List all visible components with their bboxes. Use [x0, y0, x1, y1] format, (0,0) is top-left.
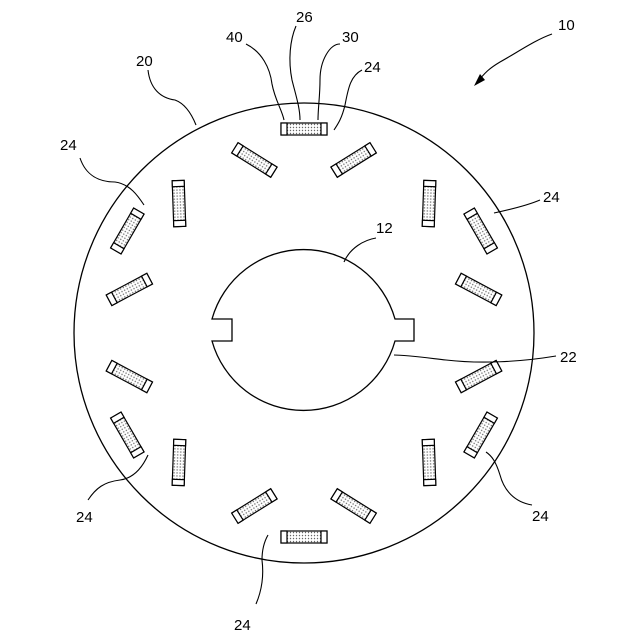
magnet-v-3-1 — [172, 439, 186, 485]
magnet-v-4-1 — [106, 273, 152, 305]
label-slot-lower-right: 24 — [532, 508, 549, 525]
magnet-v-0-1-body — [422, 180, 436, 226]
magnet-v-2-0-body — [422, 439, 436, 485]
magnet-group — [106, 123, 502, 543]
magnet-tangential-4 — [111, 412, 144, 458]
leader-24-lower-right — [486, 452, 532, 505]
magnet-v-5-0 — [172, 180, 186, 226]
leader-24-top — [334, 70, 362, 130]
magnet-tangential-3-end-right — [281, 531, 287, 543]
magnet-v-3-1-body — [172, 439, 186, 485]
leader-24-upper-left — [80, 158, 144, 205]
magnet-v-4-0 — [106, 360, 152, 392]
magnet-v-3-1-end-left — [172, 479, 184, 485]
magnet-v-2-0-end-right — [424, 479, 436, 485]
label-device: 10 — [558, 17, 575, 34]
magnet-v-0-1 — [422, 180, 436, 226]
label-slot-upper-left: 24 — [60, 137, 77, 154]
magnet-v-5-0-end-left — [174, 220, 186, 226]
magnet-v-0-1-end-right — [422, 220, 434, 226]
magnet-tangential-0-body — [281, 123, 327, 135]
magnet-tangential-1 — [464, 208, 497, 254]
label-slot-top: 24 — [364, 59, 381, 76]
magnet-v-3-0 — [232, 489, 277, 524]
label-core: 20 — [136, 53, 153, 70]
magnet-tangential-0 — [281, 123, 327, 135]
magnet-v-2-0-end-left — [422, 439, 434, 445]
label-key-notch: 22 — [560, 349, 577, 366]
label-slot-upper-right: 24 — [543, 189, 560, 206]
magnet-v-2-0 — [422, 439, 436, 485]
magnet-v-3-1-end-right — [174, 439, 186, 445]
magnet-v-5-0-end-right — [172, 180, 184, 186]
magnet-tangential-5 — [111, 208, 144, 254]
magnet-tangential-3-end-left — [321, 531, 327, 543]
magnet-v-0-1-end-left — [424, 180, 436, 186]
label-fill: 30 — [342, 29, 359, 46]
leader-26 — [290, 26, 300, 120]
leader-24-upper-right — [494, 200, 540, 213]
leader-12 — [344, 238, 376, 262]
leader-lines — [80, 26, 556, 604]
label-shaft-hole: 12 — [376, 220, 393, 237]
label-slot-lower-left: 24 — [76, 509, 93, 526]
leader-10 — [476, 34, 552, 84]
label-holder-end: 40 — [226, 29, 243, 46]
magnet-tangential-0-end-left — [281, 123, 287, 135]
magnet-v-1-0 — [456, 273, 502, 305]
magnet-tangential-3 — [281, 531, 327, 543]
magnet-v-5-0-body — [172, 180, 186, 226]
magnet-tangential-0-end-right — [321, 123, 327, 135]
magnet-tangential-2 — [464, 412, 497, 458]
label-magnet: 26 — [296, 9, 313, 26]
shaft-hole — [212, 250, 414, 411]
label-slot-bottom: 24 — [234, 617, 251, 634]
magnet-v-1-1 — [456, 360, 502, 392]
magnet-v-5-1 — [232, 143, 277, 178]
rotor-core-outline — [74, 103, 534, 563]
magnet-v-0-0 — [331, 143, 376, 178]
leader-24-bottom — [256, 535, 268, 604]
magnet-v-2-1 — [331, 489, 376, 524]
leader-20 — [148, 70, 196, 125]
leader-30 — [318, 44, 340, 120]
magnet-tangential-3-body — [281, 531, 327, 543]
